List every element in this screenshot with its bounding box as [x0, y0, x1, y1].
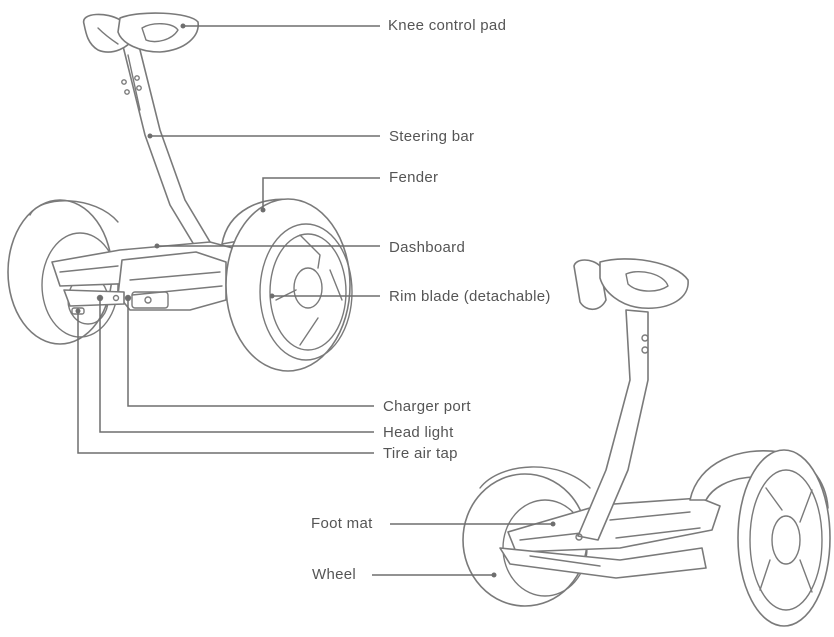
label-steering-bar: Steering bar — [389, 128, 475, 145]
label-wheel: Wheel — [312, 566, 357, 583]
rear-right-wheel-illustration — [689, 449, 831, 627]
label-foot-mat: Foot mat — [311, 515, 373, 532]
label-rim-blade: Rim blade (detachable) — [389, 288, 551, 305]
label-knee-control-pad: Knee control pad — [388, 17, 507, 34]
fender-leader — [262, 177, 380, 210]
rear-knee-pad-illustration — [573, 258, 689, 311]
charger-port-leader — [127, 298, 374, 407]
rear-body-illustration — [499, 497, 721, 579]
scooter-rear-view — [462, 258, 831, 627]
leader-lines — [75, 23, 556, 578]
right-wheel-illustration — [221, 198, 353, 372]
label-tire-air-tap: Tire air tap — [383, 445, 458, 462]
label-charger-port: Charger port — [383, 398, 471, 415]
label-head-light: Head light — [383, 424, 454, 441]
steering-bar-illustration — [121, 41, 223, 269]
rear-steering-bar-illustration — [575, 309, 649, 541]
tire-air-tap-leader — [77, 311, 374, 454]
label-fender: Fender — [389, 169, 439, 186]
label-dashboard: Dashboard — [389, 239, 466, 256]
knee-pad-illustration — [83, 12, 199, 53]
head-light-leader — [99, 298, 374, 433]
scooter-front-view — [7, 12, 353, 372]
